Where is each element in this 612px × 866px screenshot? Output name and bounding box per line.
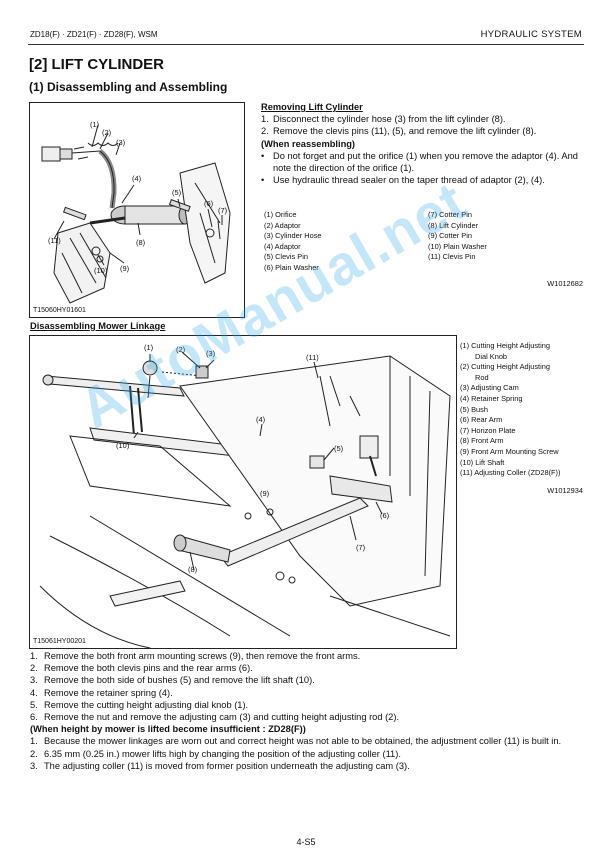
header-rule <box>28 44 584 45</box>
figure2-caption: T15061HY00201 <box>33 638 86 645</box>
disassembly-steps: 1.Remove the both front arm mounting scr… <box>30 650 590 772</box>
list-item: 2.Remove the both clevis pins and the re… <box>30 663 253 674</box>
svg-text:(7): (7) <box>356 543 366 552</box>
list-item: 6.Remove the nut and remove the adjustin… <box>30 712 400 723</box>
svg-text:(9): (9) <box>260 489 270 498</box>
list-item: 5.Remove the cutting height adjusting di… <box>30 699 249 710</box>
list-item: 2.6.35 mm (0.25 in.) mower lifts high by… <box>30 748 401 759</box>
lift-cylinder-illustration: (1) (2) (3) (4) (5) (6) (7) (8) (11) (10… <box>41 120 231 304</box>
list-item: •Use hydraulic thread sealer on the tape… <box>261 175 545 186</box>
figure1-legend-left: (1) Orifice (2) Adaptor (3) Cylinder Hos… <box>264 210 322 272</box>
header-model: ZD18(F) · ZD21(F) · ZD28(F), WSM <box>30 30 158 39</box>
insufficient-heading: (When height by mower is lifted become i… <box>30 724 306 735</box>
svg-text:(1): (1) <box>90 120 100 129</box>
svg-text:(6): (6) <box>380 511 390 520</box>
mower-code: W1012934 <box>547 486 583 495</box>
svg-text:(10): (10) <box>94 266 108 275</box>
list-item: 4.Remove the retainer spring (4). <box>30 687 173 698</box>
mower-linkage-figure: (1) (2) (3) (4) (5) (6) (7) (8) (9) (10)… <box>29 335 457 649</box>
list-item: •Do not forget and put the orifice (1) w… <box>261 150 578 174</box>
svg-text:(11): (11) <box>48 236 61 245</box>
reassembling-heading: (When reassembling) <box>261 138 356 149</box>
removing-code: W1012682 <box>547 279 583 288</box>
lift-cylinder-figure: (1) (2) (3) (4) (5) (6) (7) (8) (11) (10… <box>29 102 245 318</box>
svg-text:(11): (11) <box>306 353 319 362</box>
header-section: HYDRAULIC SYSTEM <box>480 29 582 40</box>
subsection-title: (1) Disassembling and Assembling <box>29 80 228 94</box>
figure1-legend-right: (7) Cotter Pin (8) Lift Cylinder (9) Cot… <box>428 210 487 262</box>
svg-text:(4): (4) <box>256 415 266 424</box>
svg-text:(5): (5) <box>172 188 182 197</box>
figure1-callouts: (1) (2) (3) (4) (5) (6) (7) (8) (11) (10… <box>48 120 228 275</box>
section-title: [2] LIFT CYLINDER <box>29 56 164 73</box>
mower-linkage-illustration: (1) (2) (3) (4) (5) (6) (7) (8) (9) (10)… <box>39 343 451 648</box>
svg-text:(2): (2) <box>102 128 112 137</box>
svg-text:(2): (2) <box>176 345 186 354</box>
removing-lift-cylinder-text: Removing Lift Cylinder 1.Disconnect the … <box>261 101 587 186</box>
svg-text:(5): (5) <box>334 444 344 453</box>
removing-heading: Removing Lift Cylinder <box>261 102 363 112</box>
list-item: 3.The adjusting coller (11) is moved fro… <box>30 760 410 771</box>
list-item: 1.Because the mower linkages are worn ou… <box>30 736 562 747</box>
svg-text:(3): (3) <box>116 138 126 147</box>
list-item: 1.Disconnect the cylinder hose (3) from … <box>261 114 506 125</box>
figure2-callouts: (1) (2) (3) (4) (5) (6) (7) (8) (9) (10)… <box>116 343 390 574</box>
page-number: 4-S5 <box>296 837 316 847</box>
list-item: 2.Remove the clevis pins (11), (5), and … <box>261 126 537 137</box>
svg-text:(1): (1) <box>144 343 154 352</box>
svg-text:(8): (8) <box>136 238 146 247</box>
svg-text:(9): (9) <box>120 264 130 273</box>
svg-text:(7): (7) <box>218 206 228 215</box>
figure1-caption: T15060HY01601 <box>33 307 86 314</box>
svg-text:(3): (3) <box>206 349 216 358</box>
svg-text:(8): (8) <box>188 565 198 574</box>
mower-heading: Disassembling Mower Linkage <box>30 321 166 331</box>
svg-text:(6): (6) <box>204 199 214 208</box>
list-item: 3.Remove the both side of bushes (5) and… <box>30 675 315 686</box>
svg-text:(4): (4) <box>132 174 142 183</box>
figure2-legend: (1) Cutting Height Adjusting Dial Knob (… <box>460 341 561 478</box>
list-item: 1.Remove the both front arm mounting scr… <box>30 651 361 661</box>
svg-text:(10): (10) <box>116 441 130 450</box>
